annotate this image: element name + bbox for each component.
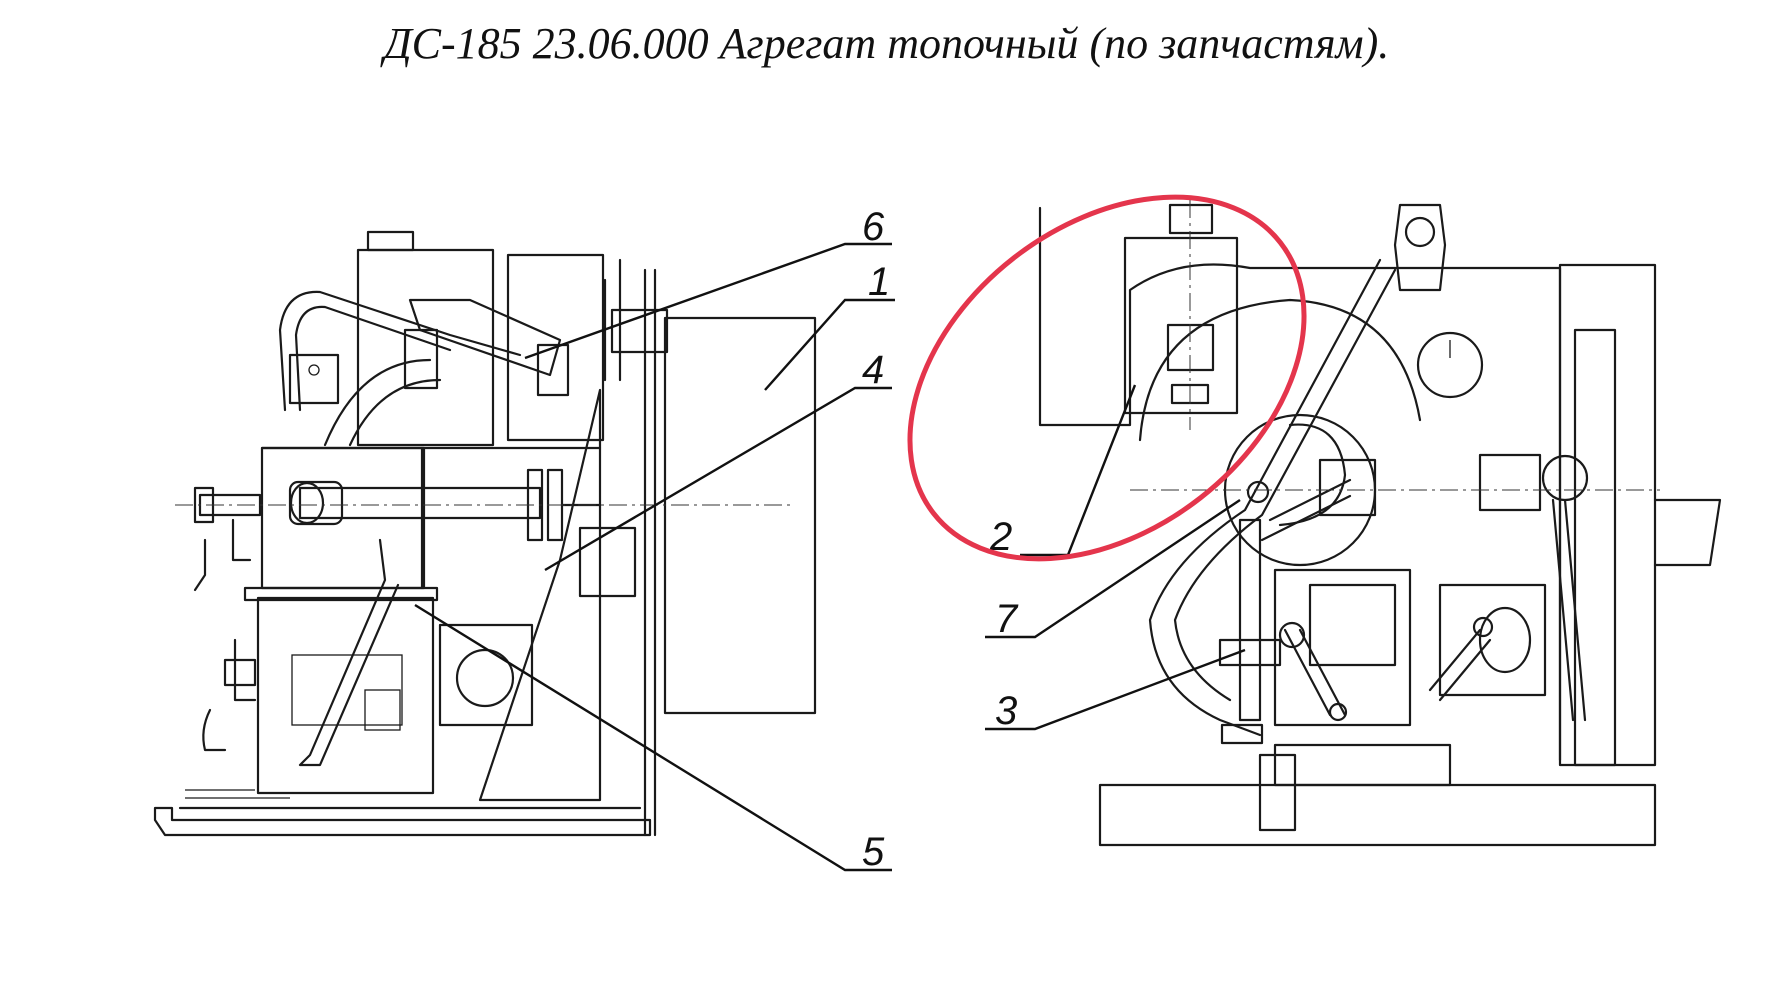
right-lower-box bbox=[1273, 568, 1412, 727]
right-base-frame bbox=[1098, 783, 1657, 847]
drawing-title: ДС-185 23.06.000 Агрегат топочный (по за… bbox=[383, 19, 1390, 68]
callout-3: 3 bbox=[995, 689, 1017, 733]
leader-1 bbox=[764, 298, 895, 391]
highlight-ellipse bbox=[907, 194, 1307, 562]
right-top-hanger bbox=[1393, 203, 1447, 292]
leader-3 bbox=[985, 648, 1246, 731]
left-motor-box bbox=[438, 623, 534, 727]
left-base-frame bbox=[153, 806, 652, 837]
left-lower-housing bbox=[256, 596, 435, 795]
right-valve-stack bbox=[1238, 518, 1262, 722]
leader-5 bbox=[414, 603, 892, 872]
left-upper-pipe bbox=[278, 290, 522, 412]
left-rear-panel bbox=[663, 316, 817, 715]
right-fan-housing bbox=[1138, 298, 1422, 442]
left-rod-block bbox=[610, 308, 669, 354]
leader-2 bbox=[1020, 384, 1137, 557]
callout-6: 6 bbox=[862, 205, 885, 249]
right-view bbox=[1038, 200, 1722, 847]
callout-1: 1 bbox=[868, 260, 890, 304]
leader-7 bbox=[985, 499, 1241, 639]
callout-7: 7 bbox=[995, 597, 1019, 641]
right-tank bbox=[1123, 236, 1239, 415]
leader-4 bbox=[544, 386, 892, 572]
leader-lines bbox=[414, 242, 1246, 872]
left-diagonal-rod bbox=[298, 538, 400, 767]
left-nozzle bbox=[408, 298, 562, 377]
right-s-hose bbox=[1148, 258, 1382, 737]
left-cowl bbox=[478, 388, 602, 802]
callout-2: 2 bbox=[989, 515, 1012, 559]
callout-5: 5 bbox=[862, 830, 885, 874]
left-small-box bbox=[578, 526, 637, 598]
left-view bbox=[153, 230, 817, 837]
left-burner-tube bbox=[298, 486, 542, 520]
leader-6 bbox=[524, 242, 892, 360]
right-gauge bbox=[1416, 331, 1484, 399]
callout-4: 4 bbox=[862, 348, 884, 392]
